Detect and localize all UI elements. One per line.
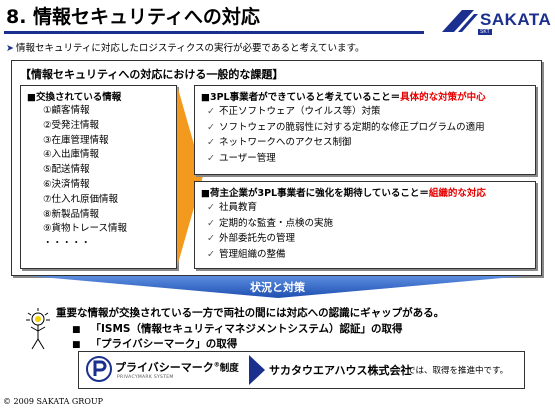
privacy-mark-suffix: 制度 bbox=[219, 363, 239, 374]
square-bullet-icon: ■ bbox=[72, 325, 81, 335]
company-suffix: では、取得を推進中です。 bbox=[407, 366, 509, 376]
intro-arrow-icon: ➤ bbox=[6, 43, 14, 54]
list-item: ✓ネットワークへのアクセス制御 bbox=[195, 135, 535, 151]
situation-banner-arrow bbox=[30, 276, 525, 298]
privacy-item: ■ 「プライバシーマーク」の取得 bbox=[72, 336, 237, 351]
issues-box-title: 【情報セキュリティへの対応における一般的な課題】 bbox=[20, 68, 284, 81]
list-item-text: ⑤配送情報 bbox=[43, 164, 90, 176]
list-item: ✓社員教育 bbox=[195, 200, 535, 216]
sakata-logo: SAKATA SKT bbox=[440, 6, 552, 36]
isms-item-text: 「ISMS（情報セキュリティマネジメントシステム）認証」の取得 bbox=[90, 323, 403, 335]
list-item-text: 不正ソフトウェア（ウイルス等）対策 bbox=[218, 106, 381, 117]
title-underline bbox=[4, 31, 424, 34]
check-icon: ✓ bbox=[207, 217, 215, 229]
list-item-text: ④入出庫情報 bbox=[43, 149, 100, 161]
list-item-text: 管理組織の整備 bbox=[218, 248, 286, 260]
provider-view-heading-text: ■3PL事業者ができていると考えていること＝ bbox=[201, 92, 401, 103]
sakata-logo-mark-icon bbox=[442, 10, 478, 32]
list-item-text: ⑥決済情報 bbox=[43, 178, 90, 190]
list-item: ✓定期的な監査・点検の実施 bbox=[195, 216, 535, 232]
logo-sub-text: SKT bbox=[478, 29, 492, 35]
list-item: ✓管理組織の整備 bbox=[195, 247, 535, 263]
list-item: ⑦仕入れ原価情報 bbox=[21, 193, 176, 208]
list-item: ✓ソフトウェアの脆弱性に対する定期的な修正プログラムの適用 bbox=[195, 120, 535, 136]
shipper-expectation-highlight: 組織的な対応 bbox=[428, 188, 486, 199]
situation-banner-text: 状況と対策 bbox=[250, 281, 305, 294]
check-icon: ✓ bbox=[207, 248, 215, 260]
shipper-expectation-box: ■荷主企業が3PL事業者に強化を期待していること＝組織的な対応 ✓社員教育✓定期… bbox=[194, 181, 536, 269]
triangle-arrow-icon bbox=[249, 355, 265, 385]
privacy-mark-name: プライバシーマーク bbox=[115, 361, 214, 374]
logo-text: SAKATA bbox=[480, 10, 552, 29]
list-item: ✓外部委託先の管理 bbox=[195, 231, 535, 247]
provider-view-box: ■3PL事業者ができていると考えていること＝具体的な対策が中心 ✓不正ソフトウェ… bbox=[194, 85, 536, 175]
provider-view-list: ✓不正ソフトウェア（ウイルス等）対策✓ソフトウェアの脆弱性に対する定期的な修正プ… bbox=[195, 104, 535, 166]
square-bullet-icon: ■ bbox=[72, 340, 81, 350]
list-item-text: ソフトウェアの脆弱性に対する定期的な修正プログラムの適用 bbox=[218, 121, 485, 133]
check-icon: ✓ bbox=[207, 152, 215, 164]
intro-line: ➤情報セキュリティに対応したロジスティクスの実行が必要であると考えています。 bbox=[6, 40, 365, 54]
privacy-mark-label: プライバシーマーク®制度 bbox=[115, 359, 239, 375]
list-item: ②受発注情報 bbox=[21, 119, 176, 134]
issues-box: 【情報セキュリティへの対応における一般的な課題】 ■交換されている情報 ①顧客情… bbox=[11, 60, 542, 276]
registered-mark: ® bbox=[213, 361, 220, 369]
list-item-text: 定期的な監査・点検の実施 bbox=[218, 217, 333, 229]
privacy-item-text: 「プライバシーマーク」の取得 bbox=[90, 338, 238, 350]
provider-view-heading: ■3PL事業者ができていると考えていること＝具体的な対策が中心 bbox=[195, 86, 535, 104]
list-item: ✓不正ソフトウェア（ウイルス等）対策 bbox=[195, 104, 535, 120]
provider-view-highlight: 具体的な対策が中心 bbox=[400, 92, 486, 103]
list-item-text: ②受発注情報 bbox=[43, 119, 100, 131]
list-item: ・・・・・ bbox=[21, 237, 176, 252]
page-title: 8. 情報セキュリティへの対応 bbox=[6, 6, 260, 28]
key-message: 重要な情報が交換されている一方で両社の間には対応への認識にギャップがある。 bbox=[56, 307, 445, 319]
check-icon: ✓ bbox=[207, 106, 215, 117]
chevron-arrow-icon bbox=[177, 85, 203, 267]
list-item-text: ・・・・・ bbox=[43, 238, 91, 250]
list-item-text: ③在庫管理情報 bbox=[43, 134, 109, 146]
list-item: ①顧客情報 bbox=[21, 104, 176, 119]
exchanged-info-list: ①顧客情報 ②受発注情報 ③在庫管理情報 ④入出庫情報 ⑤配送情報 ⑥決済情報 ⑦仕入れ原価… bbox=[21, 104, 176, 252]
check-icon: ✓ bbox=[207, 137, 215, 148]
shipper-expectation-list: ✓社員教育✓定期的な監査・点検の実施✓外部委託先の管理✓管理組織の整備 bbox=[195, 200, 535, 262]
list-item: ⑥決済情報 bbox=[21, 178, 176, 193]
exchanged-info-heading: ■交換されている情報 bbox=[27, 92, 122, 103]
check-icon: ✓ bbox=[207, 121, 215, 133]
list-item: ⑧新製品情報 bbox=[21, 208, 176, 223]
shipper-expectation-heading-text: ■荷主企業が3PL事業者に強化を期待していること＝ bbox=[201, 188, 429, 199]
lightbulb-person-icon bbox=[26, 308, 50, 350]
intro-text: 情報セキュリティに対応したロジスティクスの実行が必要であると考えています。 bbox=[15, 43, 365, 54]
list-item-text: 社員教育 bbox=[218, 202, 257, 213]
privacy-mark-caption: PRIVACYMARK SYSTEM bbox=[117, 375, 174, 380]
shipper-expectation-heading: ■荷主企業が3PL事業者に強化を期待していること＝組織的な対応 bbox=[195, 182, 535, 200]
company-name: サカタウエアハウス株式会社 bbox=[269, 364, 412, 377]
list-item: ✓ユーザー管理 bbox=[195, 151, 535, 167]
privacy-mark-box: プライバシーマーク®制度 PRIVACYMARK SYSTEM サカタウエアハウ… bbox=[78, 351, 525, 389]
list-item-text: ネットワークへのアクセス制御 bbox=[218, 137, 352, 148]
list-item: ③在庫管理情報 bbox=[21, 134, 176, 149]
isms-item: ■ 「ISMS（情報セキュリティマネジメントシステム）認証」の取得 bbox=[72, 321, 403, 336]
list-item-text: ⑧新製品情報 bbox=[43, 208, 100, 220]
check-icon: ✓ bbox=[207, 202, 215, 213]
list-item-text: ⑨貨物トレース情報 bbox=[43, 223, 128, 235]
copyright: © 2009 SAKATA GROUP bbox=[3, 397, 104, 406]
privacy-mark-logo-icon bbox=[86, 356, 112, 382]
list-item-text: ユーザー管理 bbox=[218, 152, 276, 164]
list-item-text: ⑦仕入れ原価情報 bbox=[43, 193, 119, 205]
list-item: ⑨貨物トレース情報 bbox=[21, 222, 176, 237]
list-item-text: 外部委託先の管理 bbox=[218, 233, 295, 244]
exchanged-info-box: ■交換されている情報 ①顧客情報 ②受発注情報 ③在庫管理情報 ④入出庫情報 ⑤配送情報… bbox=[20, 85, 177, 269]
check-icon: ✓ bbox=[207, 233, 215, 244]
list-item-text: ①顧客情報 bbox=[43, 105, 90, 116]
list-item: ⑤配送情報 bbox=[21, 163, 176, 178]
list-item: ④入出庫情報 bbox=[21, 148, 176, 163]
